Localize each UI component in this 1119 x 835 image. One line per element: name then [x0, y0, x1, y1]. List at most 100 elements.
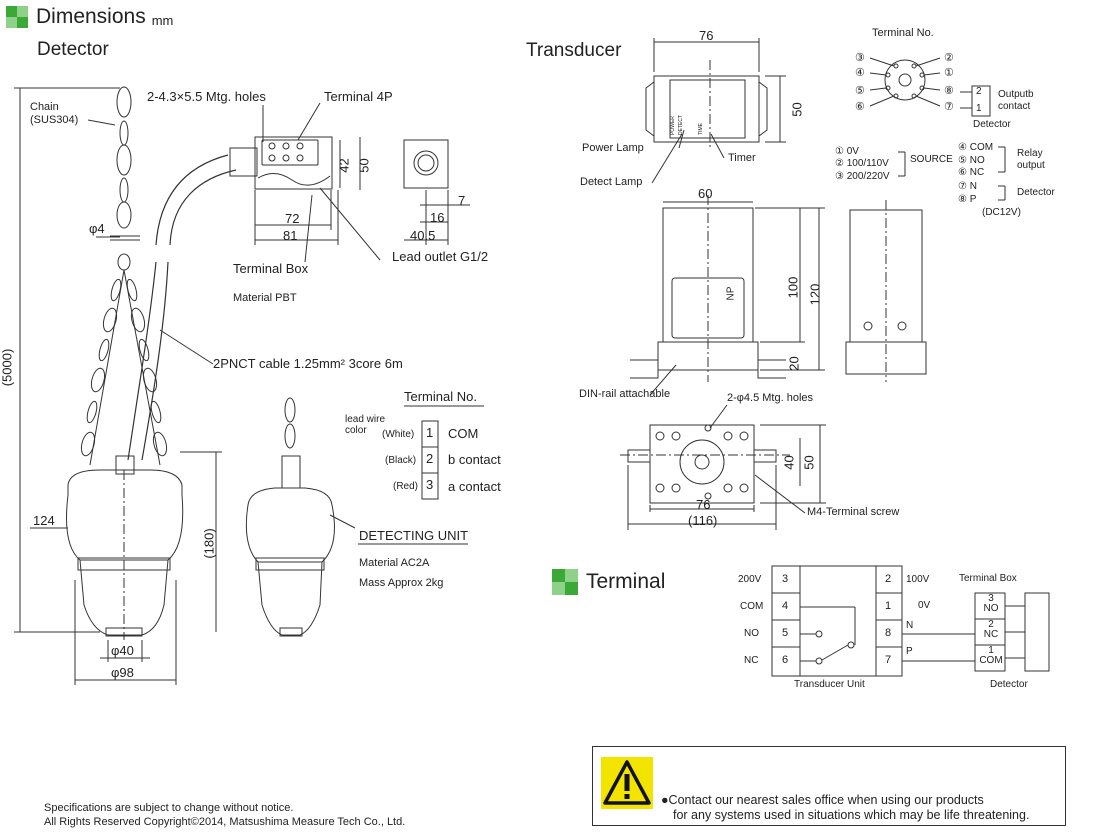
transducer-unit-label: Transducer Unit	[794, 679, 865, 690]
box-2: 2	[976, 86, 982, 97]
chain-drawing	[80, 86, 168, 466]
warning-line-2: for any systems used in situations which…	[673, 808, 1030, 822]
legend-n: ⑦ N	[958, 181, 977, 192]
dim-76-base: 76	[696, 497, 711, 512]
term-left-com: COM	[740, 601, 764, 612]
transducer-side-view	[845, 200, 927, 382]
term-num-8: 8	[885, 627, 892, 639]
dim-180: (180)	[201, 528, 217, 559]
warning-text: ●Contact our nearest sales office when u…	[661, 793, 1029, 823]
timer-label: Timer	[728, 152, 756, 164]
term-num-7: 7	[885, 654, 892, 666]
power-lamp-label: Power Lamp	[582, 142, 644, 154]
material-ac2a: Material AC2A	[359, 557, 430, 569]
dim-50-side: 50	[789, 102, 805, 117]
legend-com: ④ COM	[958, 142, 994, 153]
pin-1: ①	[944, 67, 954, 79]
warning-line-1: ●Contact our nearest sales office when u…	[661, 793, 984, 807]
detecting-unit-side	[245, 397, 335, 637]
transducer-top-view	[645, 60, 768, 150]
dim-16: 16	[430, 210, 445, 225]
box-1: 1	[976, 103, 982, 114]
dim-40-5: 40.5	[410, 228, 436, 243]
terminal-box-drawing	[229, 136, 449, 190]
wire-label-com: COM	[448, 426, 479, 441]
transducer-front-view	[630, 195, 786, 382]
green-square-icon	[6, 6, 28, 28]
cable-line	[155, 154, 229, 246]
face-text-power: POWER	[670, 116, 676, 135]
pin-7: ⑦	[944, 101, 954, 113]
tb-label-no: NO	[983, 603, 999, 614]
term-left-no: NO	[744, 628, 759, 639]
dim-phi98: φ98	[111, 665, 134, 680]
dim-76-top: 76	[699, 28, 714, 43]
terminal-box-label: Terminal Box	[233, 261, 309, 276]
tb-label-com: COM	[979, 655, 1003, 666]
pin-8: ⑧	[944, 85, 954, 97]
term-num-3: 3	[782, 573, 789, 585]
dim-5000: (5000)	[0, 348, 15, 387]
term-left-200v: 200V	[738, 574, 762, 585]
dim-60: 60	[698, 186, 713, 201]
legend-relay: Relay	[1017, 148, 1043, 159]
terminal-section-title: Terminal	[586, 570, 666, 593]
terminal-header: Terminal	[552, 569, 665, 595]
pin-2: ②	[944, 52, 954, 64]
terminal-no-title: Terminal No.	[872, 27, 934, 39]
tb-num-3: 3	[988, 593, 994, 604]
terminal-4p-label: Terminal 4P	[324, 89, 393, 104]
tb-label-nc: NC	[983, 629, 999, 640]
pin-5: ⑤	[855, 85, 865, 97]
dim-116: (116)	[688, 513, 718, 528]
dim-42: 42	[336, 158, 352, 173]
terminal-box-title: Terminal Box	[959, 573, 1017, 584]
wire-no-3: 3	[426, 477, 434, 492]
dim-124: 124	[33, 513, 55, 528]
term-num-2: 2	[885, 573, 892, 585]
terminal-pin-circle	[869, 57, 991, 117]
term-right-n: N	[906, 620, 914, 631]
m4-screw-label: M4-Terminal screw	[807, 506, 900, 518]
material-pbt: Material PBT	[233, 292, 297, 304]
transducer-base-view	[620, 424, 790, 504]
detecting-unit-front	[66, 455, 184, 640]
detector-unit-label: Detector	[990, 679, 1028, 690]
dimensions-header: Dimensions mm	[6, 5, 173, 29]
lead-wire-color-label: lead wire color	[345, 414, 386, 436]
face-text-time: TIME	[698, 122, 704, 135]
unit-label: mm	[151, 12, 174, 28]
contact-label: contact	[998, 101, 1031, 112]
term-left-nc: NC	[744, 655, 759, 666]
detecting-unit-title: DETECTING UNIT	[359, 528, 469, 543]
footer-notice: Specifications are subject to change wit…	[44, 802, 294, 814]
terminal-wiring-diagram	[771, 565, 1050, 677]
legend-200v: ③ 200/220V	[835, 171, 890, 182]
cable-label: 2PNCT cable 1.25mm² 3core 6m	[213, 356, 403, 371]
dim-phi4: φ4	[89, 221, 105, 236]
green-square-icon	[552, 569, 578, 595]
pin-3: ③	[855, 52, 865, 64]
legend-detector: Detector	[1017, 187, 1055, 198]
tb-item-com: 1 COM	[976, 646, 1006, 666]
lead-outlet-label: Lead outlet G1/2	[392, 249, 489, 264]
wire-no-2: 2	[426, 451, 434, 466]
dimensions-title: Dimensions	[36, 5, 146, 28]
base-mtg-holes-label: 2-φ4.5 Mtg. holes	[727, 392, 814, 404]
np-label: NP	[725, 286, 737, 301]
legend-output: output	[1017, 160, 1045, 171]
face-text-detect: DETECT	[678, 115, 684, 135]
wire-color-black: (Black)	[385, 455, 417, 466]
term-num-5: 5	[782, 627, 789, 639]
tb-num-1: 1	[988, 645, 994, 656]
pin-6: ⑥	[855, 101, 865, 113]
wire-number-box	[421, 420, 439, 500]
tb-item-no: 3 NO	[976, 594, 1006, 614]
footer-copyright: All Rights Reserved Copyright©2014, Mats…	[44, 816, 406, 828]
term-num-1: 1	[885, 600, 892, 612]
legend-no: ⑤ NO	[958, 155, 985, 166]
detector-section-title: Detector	[37, 39, 109, 60]
footer: Specifications are subject to change wit…	[44, 801, 405, 829]
tb-num-2: 2	[988, 619, 994, 630]
